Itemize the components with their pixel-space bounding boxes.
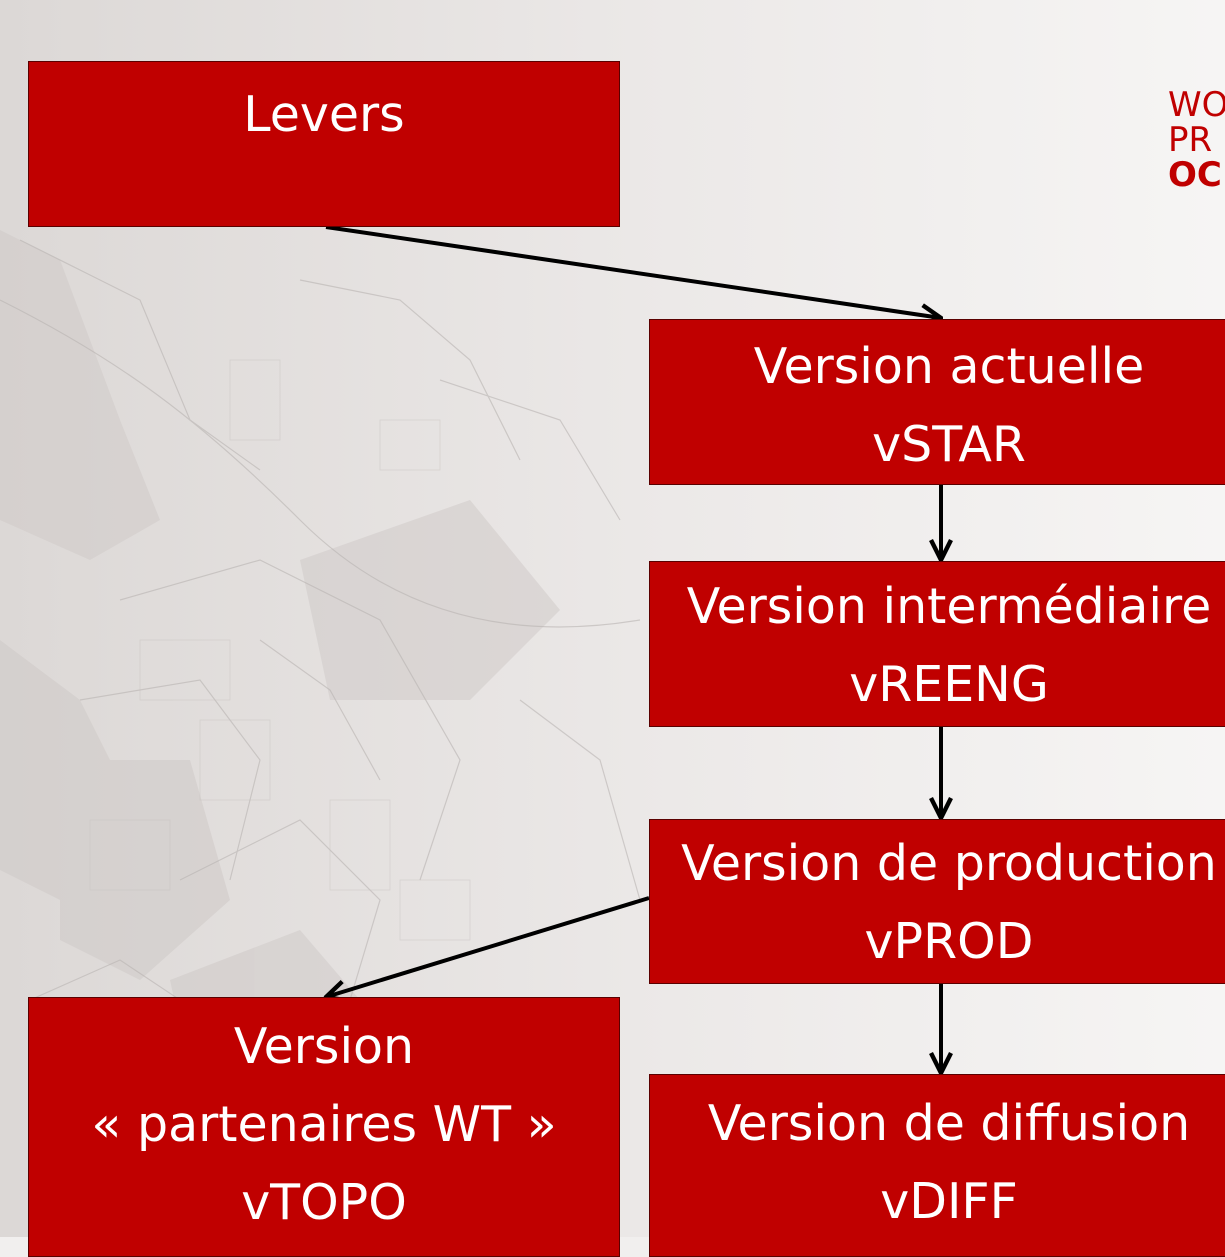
node-vtopo-subtitle: « partenaires WT » — [91, 1096, 557, 1153]
node-vdiff: Version de diffusion vDIFF — [649, 1074, 1225, 1257]
corner-caption-line-3: OC — [1168, 155, 1222, 195]
corner-caption: WO PR OC — [1168, 88, 1225, 193]
node-vstar-code: vSTAR — [872, 416, 1026, 473]
corner-caption-line-2: PR — [1168, 120, 1213, 160]
node-vprod-code: vPROD — [864, 913, 1034, 970]
node-vstar-title: Version actuelle — [753, 338, 1145, 395]
node-vprod-title: Version de production — [681, 835, 1217, 892]
node-vtopo: Version « partenaires WT » vTOPO — [28, 997, 620, 1257]
node-vreeng: Version intermédiaire vREENG — [649, 561, 1225, 727]
node-levers: Levers — [28, 61, 620, 227]
node-vtopo-code: vTOPO — [241, 1174, 407, 1231]
node-vdiff-code: vDIFF — [880, 1173, 1018, 1230]
node-vreeng-code: vREENG — [849, 656, 1049, 713]
corner-caption-line-1: WO — [1168, 85, 1225, 125]
node-vdiff-title: Version de diffusion — [707, 1095, 1191, 1152]
node-vreeng-title: Version intermédiaire — [686, 578, 1212, 635]
node-vtopo-title: Version — [233, 1018, 415, 1075]
node-vprod: Version de production vPROD — [649, 819, 1225, 984]
node-vstar: Version actuelle vSTAR — [649, 319, 1225, 485]
node-levers-label: Levers — [243, 86, 405, 143]
